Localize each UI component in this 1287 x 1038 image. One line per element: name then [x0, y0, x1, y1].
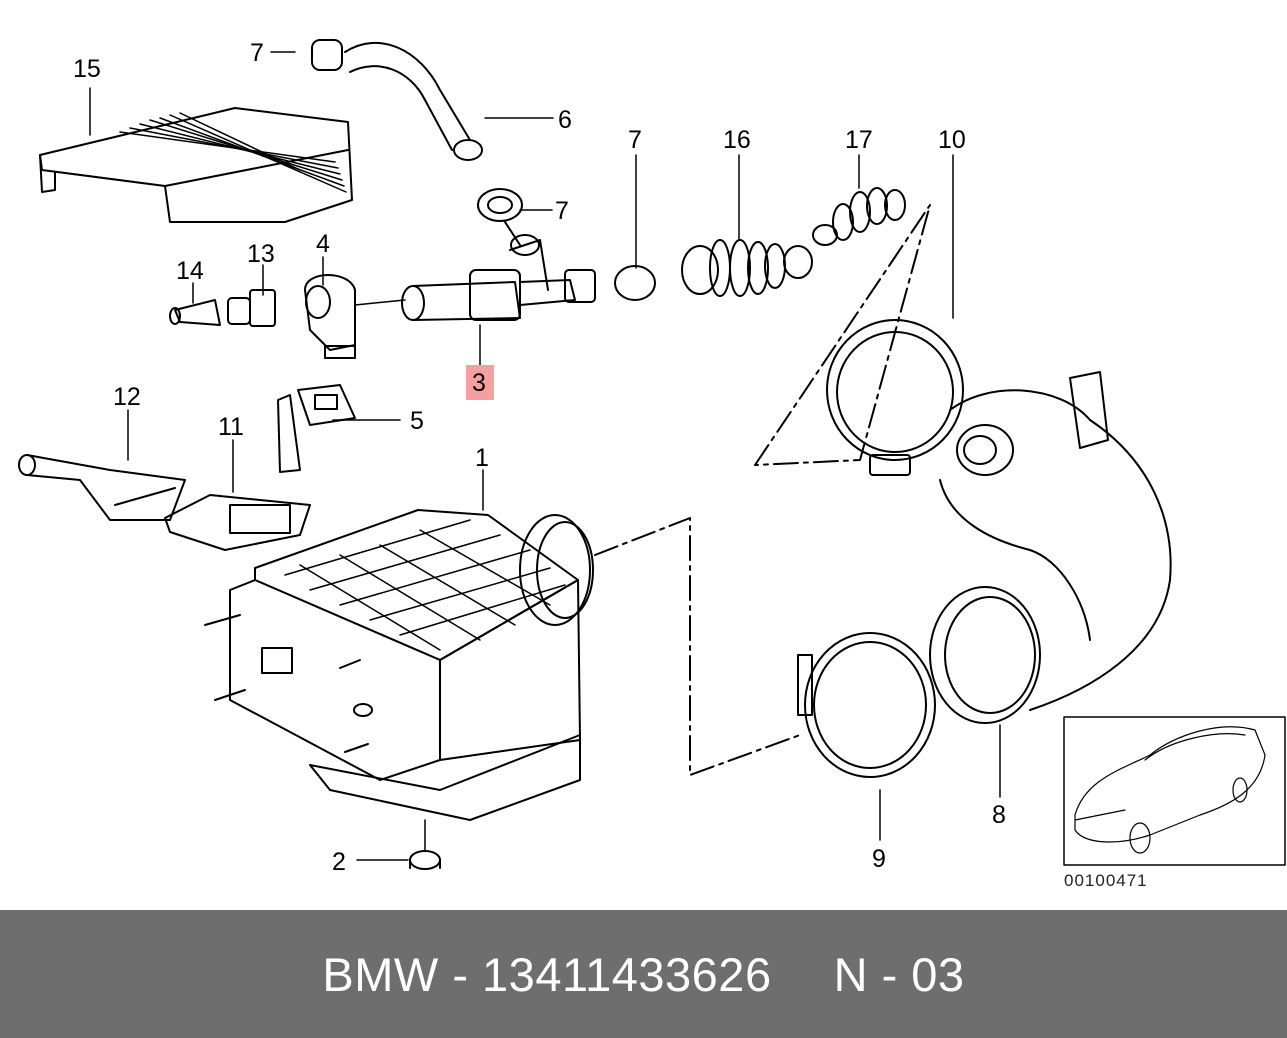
vehicle-thumbnail	[1063, 716, 1286, 866]
callout-16[interactable]: 16	[723, 126, 751, 154]
callout-4[interactable]: 4	[316, 230, 330, 258]
callout-6[interactable]: 6	[558, 106, 572, 134]
car-icon	[1074, 726, 1266, 854]
hose-clamp	[614, 265, 656, 301]
callout-10[interactable]: 10	[938, 126, 966, 154]
callout-1[interactable]: 1	[475, 444, 489, 472]
bracket	[277, 384, 356, 473]
drawing-number: 00100471	[1064, 871, 1148, 890]
callout-7b[interactable]: 7	[555, 197, 569, 225]
bellows-hose	[681, 239, 813, 297]
vent-hose	[311, 39, 523, 246]
part-number-banner: BMW - 13411433626 N - 03	[0, 910, 1287, 1038]
intake-boot	[929, 371, 1172, 724]
callout-3[interactable]: 3	[472, 369, 486, 397]
callout-17[interactable]: 17	[845, 126, 873, 154]
callout-9[interactable]: 9	[872, 845, 886, 873]
callout-7a[interactable]: 7	[250, 39, 264, 67]
highlight-marker	[466, 365, 494, 400]
wiring-plug	[164, 494, 311, 551]
small-bellows	[812, 187, 906, 246]
cable-boot	[18, 454, 186, 521]
callout-8[interactable]: 8	[992, 801, 1006, 829]
callout-13[interactable]: 13	[247, 240, 275, 268]
callout-15[interactable]: 15	[73, 55, 101, 83]
hose-clamp-9	[797, 632, 936, 778]
callout-14[interactable]: 14	[176, 257, 204, 285]
callout-12[interactable]: 12	[113, 383, 141, 411]
air-flow-meter	[204, 509, 594, 821]
callout-5[interactable]: 5	[410, 407, 424, 435]
callout-11[interactable]: 11	[218, 413, 244, 441]
pipe-assembly	[401, 234, 596, 321]
sensor-connector	[304, 274, 356, 359]
parts-diagram: 15 7 6 7 7 16 17 10 4 13 14 3 5 12 11 1 …	[18, 39, 1286, 890]
air-filter-element	[39, 107, 353, 223]
large-hose-clamp	[826, 319, 964, 476]
callout-2[interactable]: 2	[332, 848, 346, 876]
part-number-text: BMW - 13411433626	[322, 947, 772, 1001]
callout-7c[interactable]: 7	[628, 126, 642, 154]
cap	[409, 850, 441, 870]
plug-parts	[169, 289, 276, 327]
diagram-position-text: N - 03	[833, 947, 965, 1001]
